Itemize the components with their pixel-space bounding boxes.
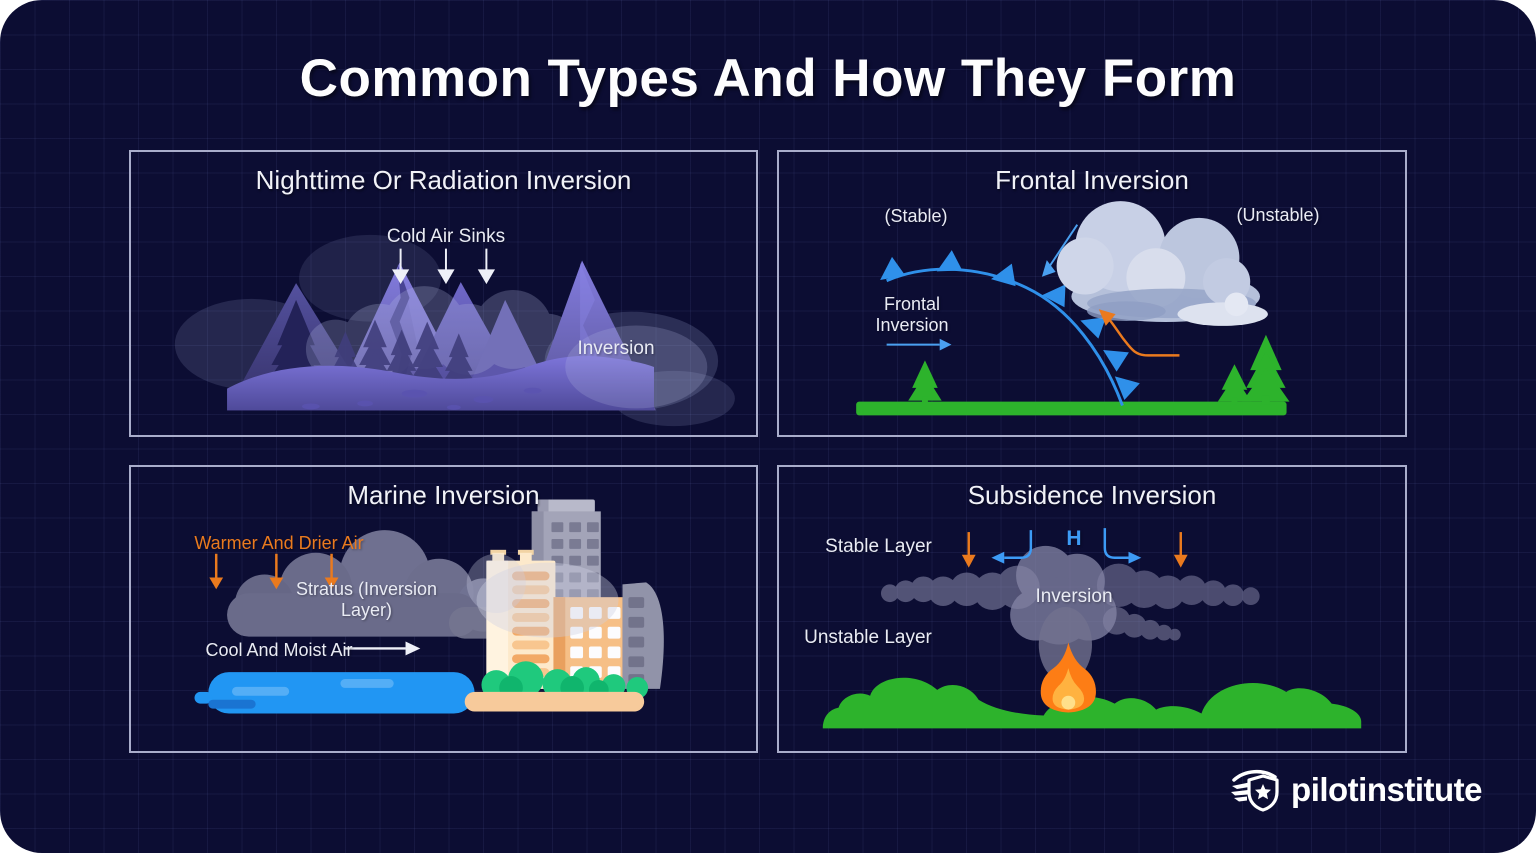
high-pressure-label: H — [1066, 527, 1082, 550]
stable-layer-label: Stable Layer — [825, 536, 932, 557]
ground-bar — [856, 401, 1287, 416]
frontal-inversion-scene — [856, 201, 1290, 416]
marine-inversion-scene — [194, 499, 664, 714]
frontal-flow-arrow-icon — [886, 338, 952, 351]
light-fog-overlay — [466, 553, 619, 638]
subsiding-air-arrows-icon — [961, 532, 1188, 568]
panel-frontal-inversion: Frontal Inversion (Stable) (Unstable) Fr… — [777, 150, 1407, 437]
page-title: Common Types And How They Form — [299, 49, 1237, 108]
rolling-ground — [227, 355, 655, 411]
frontal-inversion-label: Frontal Inversion — [875, 294, 949, 336]
inversion-label-nighttime: Inversion — [577, 338, 655, 359]
warm-air-rising-arrow-icon — [1098, 309, 1180, 357]
stable-label: (Stable) — [884, 206, 948, 226]
panel-marine-inversion: Marine Inversion Warmer And Drier Air St… — [129, 465, 758, 753]
pilotinstitute-logo: pilotinstitute — [1230, 765, 1482, 815]
panel-title-marine: Marine Inversion — [347, 480, 540, 510]
nighttime-mountain-scene — [174, 234, 735, 427]
panel-subsidence-inversion: Subsidence Inversion Stable Layer H Inve… — [777, 465, 1407, 753]
cold-front-line — [886, 267, 1124, 407]
cold-front-triangles — [880, 250, 1140, 401]
curved-building — [622, 582, 664, 689]
descending-air-arrow-icon — [1041, 224, 1079, 277]
sand-strip — [464, 691, 645, 712]
stratus-inversion-layer-label: Stratus (Inversion Layer) — [295, 579, 438, 621]
cold-air-sinks-label: Cold Air Sinks — [386, 226, 506, 247]
panel-title-subsidence: Subsidence Inversion — [967, 480, 1217, 510]
diverging-air-arrows-icon — [991, 528, 1142, 564]
unstable-label: (Unstable) — [1236, 205, 1320, 225]
panel-title-nighttime: Nighttime Or Radiation Inversion — [255, 165, 632, 195]
winged-shield-star-icon — [1231, 770, 1279, 812]
cumulus-cloud — [1056, 201, 1268, 326]
tan-building — [486, 549, 556, 689]
warmer-drier-air-label: Warmer And Drier Air — [194, 533, 364, 553]
ocean-water — [194, 672, 475, 714]
right-mountain-crack — [580, 262, 597, 381]
panel-nighttime-radiation-inversion: Nighttime Or Radiation Inversion Cold Ai… — [129, 150, 758, 437]
fog-front-right — [565, 325, 708, 409]
wildfire-icon — [1040, 642, 1096, 713]
pine-trees — [908, 334, 1290, 406]
ground-spots — [302, 387, 542, 410]
cold-air-down-arrows-icon — [391, 248, 496, 285]
cool-air-arrow-icon — [344, 641, 421, 656]
logo-text: pilotinstitute — [1291, 771, 1482, 808]
warm-air-down-arrows-icon — [209, 553, 339, 590]
subsidence-inversion-scene — [822, 528, 1362, 729]
inversion-label-subsidence: Inversion — [1035, 586, 1113, 607]
cool-moist-air-label: Cool And Moist Air — [205, 640, 353, 660]
unstable-layer-label: Unstable Layer — [804, 627, 932, 648]
panel-title-frontal: Frontal Inversion — [995, 165, 1189, 195]
